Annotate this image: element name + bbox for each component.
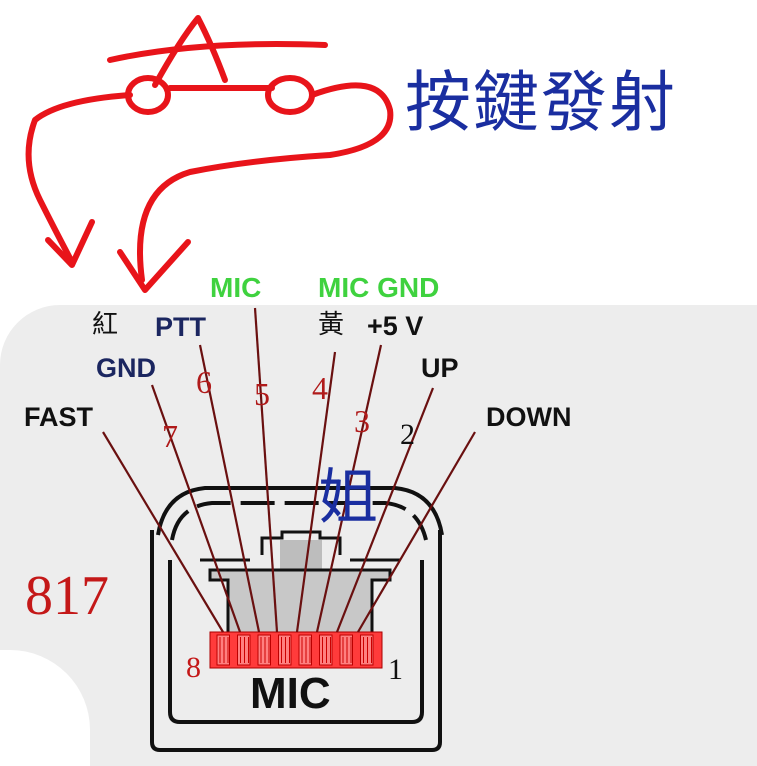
ink-loop-right <box>265 75 315 115</box>
pin-number-7: 7 <box>162 418 178 454</box>
connector-label: MIC <box>250 669 331 718</box>
title-handwritten: 按鍵發射 <box>405 64 677 141</box>
note-red: 紅 <box>92 310 119 340</box>
label-gnd: GND <box>96 353 156 383</box>
pin-end-left: 8 <box>186 651 201 684</box>
pin-number-6: 6 <box>196 364 212 400</box>
pin-number-3: 3 <box>354 403 370 439</box>
red-ink-annotation <box>25 15 394 293</box>
label-5v: +5 V <box>367 311 424 341</box>
ink-right-arrowhead <box>117 239 191 293</box>
connector-top-arc-dashed <box>170 501 428 541</box>
wire-up <box>335 387 435 633</box>
connector-inner-shell <box>168 560 424 724</box>
wire-fast <box>102 431 224 633</box>
model-number: 817 <box>25 565 109 627</box>
connector-latch-outline <box>260 530 342 555</box>
label-mic-gnd: MIC GND <box>318 272 440 303</box>
wires <box>102 307 476 633</box>
ink-loop-left <box>125 75 171 115</box>
pin-end-right: 1 <box>388 653 403 686</box>
pin-teeth <box>216 634 374 666</box>
ink-right-loop <box>137 82 394 283</box>
wire-mic <box>253 307 279 633</box>
wire-mic-gnd <box>295 351 337 633</box>
wire-down <box>357 431 476 633</box>
ink-left-arrowhead <box>45 219 95 268</box>
pin-number-2: 2 <box>400 418 415 451</box>
pin-number-4: 4 <box>312 370 328 406</box>
label-mic: MIC <box>210 272 262 303</box>
connector-top-arc-outer <box>156 486 444 536</box>
pin-block <box>209 631 383 669</box>
handwritten-mark: 姐 <box>318 463 378 533</box>
wire-5v <box>315 344 383 633</box>
pin-number-5: 5 <box>254 376 270 412</box>
connector-outer-shell <box>150 530 442 752</box>
note-yellow: 黃 <box>318 310 345 340</box>
wire-gnd <box>150 384 242 633</box>
wire-ptt <box>198 344 261 633</box>
label-fast: FAST <box>24 402 94 432</box>
label-up: UP <box>421 353 459 383</box>
label-down: DOWN <box>486 402 572 432</box>
background-panel <box>0 305 757 766</box>
ink-peak <box>152 15 228 88</box>
label-ptt: PTT <box>155 312 206 342</box>
ink-left-arc <box>25 92 133 265</box>
